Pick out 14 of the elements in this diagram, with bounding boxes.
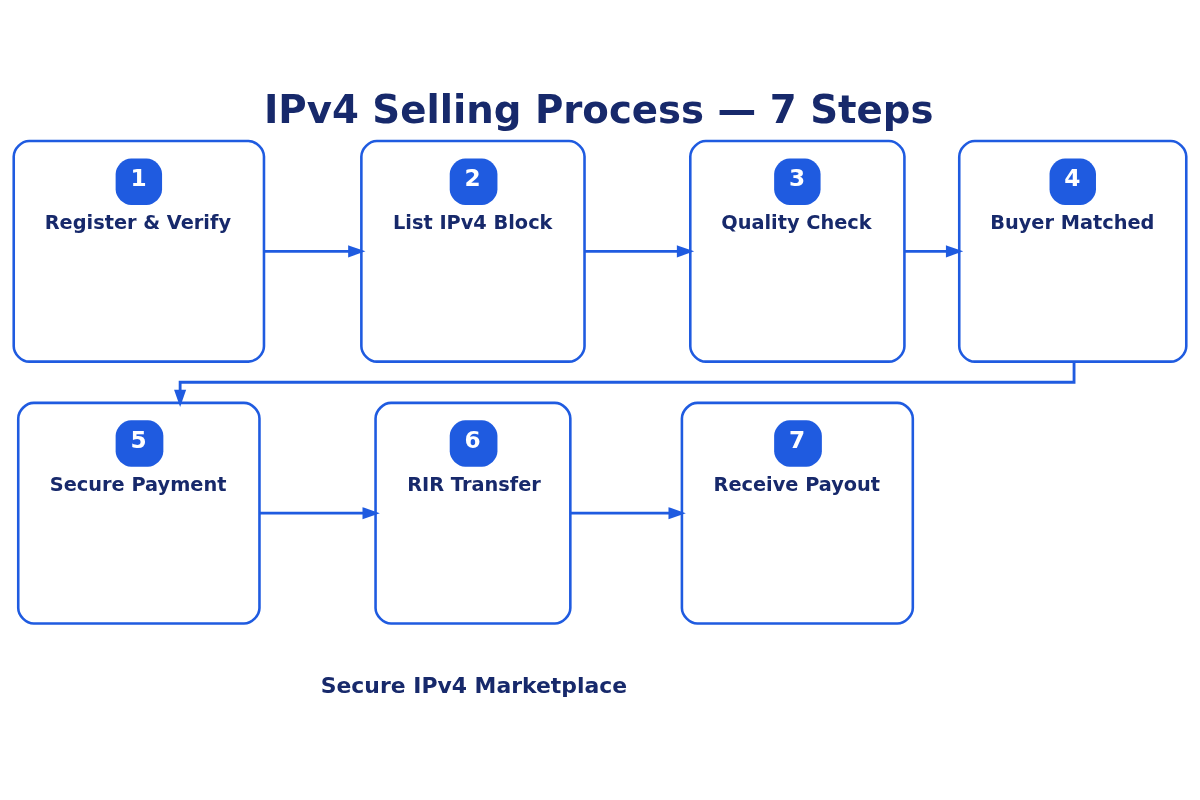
diagram-title: IPv4 Selling Process — 7 Steps: [263, 86, 934, 132]
node-box: 5 Secure Payment: [16, 401, 261, 625]
arrow: [570, 507, 686, 520]
node-box: 3 Quality Check: [689, 139, 906, 363]
node-box: 4 Buyer Matched: [957, 139, 1188, 363]
caption: Secure IPv4 Marketplace: [320, 672, 628, 698]
node-box: 2 List IPv4 Block: [360, 139, 586, 363]
node-box: 1 Register & Verify: [12, 139, 266, 363]
node-box: 6 RIR Transfer: [374, 401, 572, 625]
arrow: [584, 245, 695, 258]
arrow: [904, 245, 964, 258]
arrow: [264, 245, 366, 258]
arrow: [259, 507, 380, 520]
node-box: 7 Receive Payout: [680, 401, 915, 625]
